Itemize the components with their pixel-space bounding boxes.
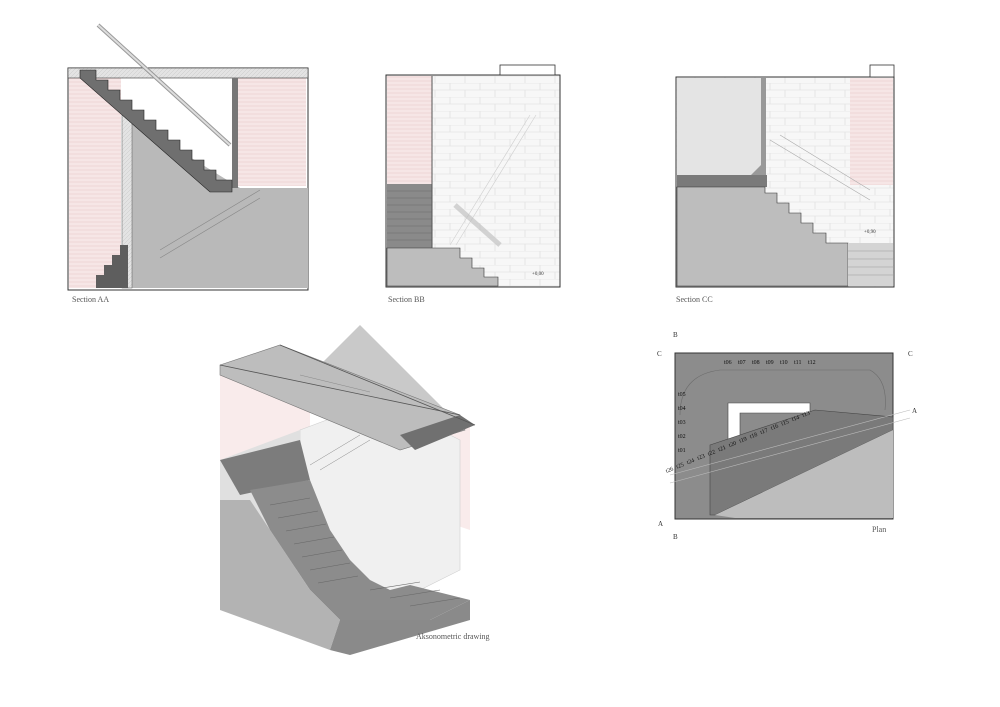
cut-label-c-left: C: [657, 350, 662, 358]
tread-label: t21: [718, 445, 727, 453]
caption-section-aa: Section AA: [72, 295, 110, 304]
tread-label: t04: [678, 406, 686, 412]
tread-label: t16: [770, 424, 779, 432]
section-bb: +0,00 Section BB: [380, 55, 570, 304]
cut-label-b-top: B: [673, 331, 678, 339]
tread-label: t15: [781, 419, 790, 427]
axonometric-drawing: [219, 325, 476, 655]
tread-label: t07: [738, 360, 746, 366]
tread-label: t05: [678, 392, 686, 398]
caption-section-bb: Section BB: [388, 295, 425, 304]
caption-axonometric: Aksonometric drawing: [416, 632, 490, 641]
level-bb: +0,00: [532, 272, 544, 277]
wall-right: [238, 78, 306, 186]
tread-label: t01: [678, 448, 686, 454]
caption-plan: Plan: [872, 525, 887, 534]
section-bb-drawing: +0,00: [385, 64, 561, 288]
tread-label: t12: [808, 360, 816, 366]
section-cc: +0,90 Section CC: [670, 55, 900, 304]
tread-label: t11: [794, 360, 801, 366]
caption-section-cc: Section CC: [676, 295, 713, 304]
tread-label: t08: [752, 360, 760, 366]
cut-label-c-right: C: [908, 350, 913, 358]
cut-label-a-left: A: [658, 520, 663, 528]
tread-label: t06: [724, 360, 732, 366]
tread-label: t25: [676, 462, 685, 470]
section-aa: Section AA: [60, 20, 320, 304]
tread-label: t24: [686, 458, 695, 466]
stair-flight-upper: [79, 69, 233, 193]
cut-label-b-bottom: B: [673, 533, 678, 541]
section-aa-drawing: [67, 23, 309, 291]
tread-label: t22: [707, 449, 716, 457]
section-cc-drawing: +0,90: [675, 64, 895, 288]
tread-label: t23: [697, 454, 706, 462]
tread-label: t19: [739, 436, 748, 444]
tread-label: t14: [791, 415, 800, 423]
tread-label: t10: [780, 360, 788, 366]
tread-label: t20: [728, 441, 737, 449]
axonometric-view: Aksonometric drawing: [210, 320, 500, 655]
plan-drawing: B B C C A A t01 t02 t03 t04 t05 t06 t07 t08 t09 t…: [657, 331, 917, 541]
wall-left: [69, 78, 121, 288]
tread-label: t17: [760, 428, 769, 436]
tread-label: t26: [665, 467, 674, 475]
cut-label-a-right: A: [912, 407, 917, 415]
tread-label: t03: [678, 420, 686, 426]
level-cc: +0,90: [864, 230, 876, 235]
tread-label: t02: [678, 434, 686, 440]
plan-view: B B C C A A t01 t02 t03 t04 t05 t06 t07 t08 t09 t…: [640, 325, 940, 550]
tread-label: t09: [766, 360, 774, 366]
tread-label: t13: [802, 411, 811, 419]
tread-label: t18: [749, 432, 758, 440]
